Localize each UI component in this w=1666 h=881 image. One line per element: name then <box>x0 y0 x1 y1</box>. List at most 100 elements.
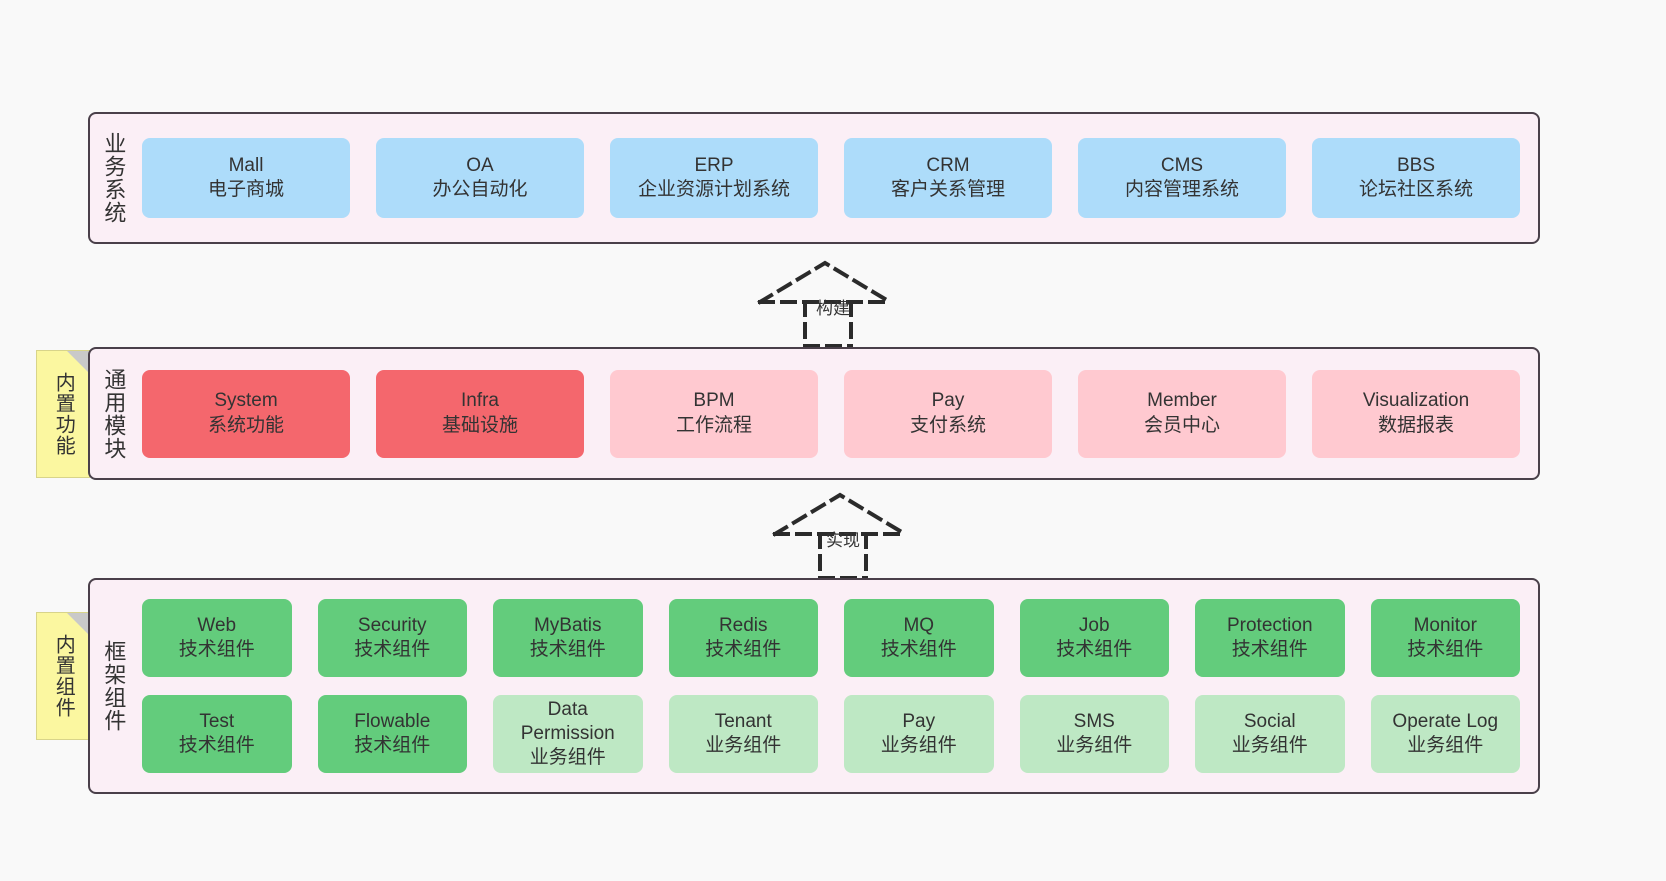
card-title: System <box>214 390 278 412</box>
layer-framework-components: 框架组件 Web 技术组件 Security 技术组件 MyBatis 技术组件… <box>88 578 1540 794</box>
card-title: Web <box>197 614 237 636</box>
card-title: Social <box>1243 710 1296 732</box>
business-card-erp[interactable]: ERP 企业资源计划系统 <box>610 138 818 218</box>
component-card-test[interactable]: Test 技术组件 <box>142 695 292 773</box>
card-subtitle: 技术组件 <box>880 639 957 660</box>
component-card-web[interactable]: Web 技术组件 <box>142 599 292 677</box>
card-title: CMS <box>1160 154 1204 176</box>
business-card-crm[interactable]: CRM 客户关系管理 <box>844 138 1052 218</box>
card-title: Mall <box>228 154 264 176</box>
card-subtitle: 技术组件 <box>354 639 431 660</box>
layer-body-common-modules: System 系统功能 Infra 基础设施 BPM 工作流程 Pay 支付系统… <box>136 349 1538 478</box>
connector-build: 构建 <box>735 250 915 350</box>
card-subtitle: 技术组件 <box>1407 639 1484 660</box>
component-card-social[interactable]: Social 业务组件 <box>1195 695 1345 773</box>
module-card-infra[interactable]: Infra 基础设施 <box>376 369 584 458</box>
connector-label-implement: 实现 <box>826 531 860 550</box>
card-title: Protection <box>1226 614 1313 636</box>
card-title: Member <box>1147 390 1217 412</box>
business-card-cms[interactable]: CMS 内容管理系统 <box>1078 138 1286 218</box>
connector-label-build: 构建 <box>816 299 850 318</box>
sticky-note-builtin-features: 内置功能 <box>36 350 90 478</box>
card-title: OA <box>466 154 494 176</box>
card-title: ERP <box>694 154 734 176</box>
business-card-bbs[interactable]: BBS 论坛社区系统 <box>1312 138 1520 218</box>
card-subtitle: 论坛社区系统 <box>1358 179 1473 200</box>
layer-common-modules: 通用模块 System 系统功能 Infra 基础设施 BPM 工作流程 Pay… <box>88 347 1540 480</box>
card-title: Monitor <box>1413 614 1477 636</box>
module-card-visualization[interactable]: Visualization 数据报表 <box>1312 369 1520 458</box>
card-subtitle: 业务组件 <box>1231 735 1308 756</box>
card-title: Data Permission <box>520 698 615 744</box>
sticky-note-builtin-components: 内置组件 <box>36 612 90 740</box>
card-title: BBS <box>1396 154 1436 176</box>
card-subtitle: 技术组件 <box>178 639 255 660</box>
layer-label-business-systems: 业务系统 <box>101 132 127 224</box>
card-subtitle: 支付系统 <box>909 414 986 436</box>
card-title: BPM <box>693 390 735 412</box>
layer-label-common-modules: 通用模块 <box>101 367 127 460</box>
card-row-tech: Web 技术组件 Security 技术组件 MyBatis 技术组件 Redi… <box>142 599 1520 677</box>
business-card-oa[interactable]: OA 办公自动化 <box>376 138 584 218</box>
card-title: Visualization <box>1362 390 1470 412</box>
card-row-business: Test 技术组件 Flowable 技术组件 Data Permission … <box>142 695 1520 773</box>
card-subtitle: 企业资源计划系统 <box>637 179 790 200</box>
card-subtitle: 数据报表 <box>1377 414 1454 436</box>
component-card-monitor[interactable]: Monitor 技术组件 <box>1370 599 1520 677</box>
layer-business-systems: 业务系统 Mall 电子商城 OA 办公自动化 ERP 企业资源计划系统 CRM… <box>88 112 1540 244</box>
connector-implement: 实现 <box>750 482 930 582</box>
card-subtitle: 客户关系管理 <box>890 179 1005 200</box>
component-card-pay[interactable]: Pay 业务组件 <box>844 695 994 773</box>
component-card-data-permission[interactable]: Data Permission 业务组件 <box>493 695 643 773</box>
component-card-security[interactable]: Security 技术组件 <box>317 599 467 677</box>
card-row: System 系统功能 Infra 基础设施 BPM 工作流程 Pay 支付系统… <box>142 369 1520 458</box>
card-subtitle: 电子商城 <box>207 179 284 200</box>
card-subtitle: 办公自动化 <box>432 179 528 200</box>
business-card-mall[interactable]: Mall 电子商城 <box>142 138 350 218</box>
component-card-tenant[interactable]: Tenant 业务组件 <box>668 695 818 773</box>
card-title: Job <box>1078 614 1110 636</box>
card-subtitle: 技术组件 <box>705 639 782 660</box>
component-card-mybatis[interactable]: MyBatis 技术组件 <box>493 599 643 677</box>
card-title: Test <box>199 710 235 732</box>
component-card-flowable[interactable]: Flowable 技术组件 <box>317 695 467 773</box>
component-card-mq[interactable]: MQ 技术组件 <box>844 599 994 677</box>
card-subtitle: 技术组件 <box>178 735 255 756</box>
card-title: Redis <box>718 614 768 636</box>
card-subtitle: 内容管理系统 <box>1124 179 1239 200</box>
card-subtitle: 业务组件 <box>705 735 782 756</box>
layer-label-framework-components: 框架组件 <box>101 640 127 732</box>
card-subtitle: 业务组件 <box>1407 735 1484 756</box>
component-card-operate-log[interactable]: Operate Log 业务组件 <box>1370 695 1520 773</box>
card-title: Operate Log <box>1392 710 1499 732</box>
module-card-member[interactable]: Member 会员中心 <box>1078 369 1286 458</box>
module-card-system[interactable]: System 系统功能 <box>142 369 350 458</box>
card-title: Flowable <box>354 710 431 732</box>
generalization-arrow-icon <box>757 260 893 348</box>
module-card-pay[interactable]: Pay 支付系统 <box>844 369 1052 458</box>
card-title: SMS <box>1073 710 1115 732</box>
card-subtitle: 基础设施 <box>441 414 518 436</box>
card-row: Mall 电子商城 OA 办公自动化 ERP 企业资源计划系统 CRM 客户关系… <box>142 138 1520 218</box>
module-card-bpm[interactable]: BPM 工作流程 <box>610 369 818 458</box>
card-subtitle: 技术组件 <box>354 735 431 756</box>
card-title: CRM <box>926 154 970 176</box>
card-title: Tenant <box>714 710 772 732</box>
card-subtitle: 系统功能 <box>207 414 284 436</box>
card-subtitle: 技术组件 <box>1231 639 1308 660</box>
card-subtitle: 工作流程 <box>675 414 752 436</box>
card-title: Pay <box>902 710 936 732</box>
card-title: MQ <box>903 614 935 636</box>
card-title: Pay <box>931 390 965 412</box>
component-card-sms[interactable]: SMS 业务组件 <box>1019 695 1169 773</box>
card-subtitle: 业务组件 <box>529 747 606 769</box>
card-subtitle: 业务组件 <box>880 735 957 756</box>
component-card-job[interactable]: Job 技术组件 <box>1019 599 1169 677</box>
component-card-redis[interactable]: Redis 技术组件 <box>668 599 818 677</box>
layer-body-framework-components: Web 技术组件 Security 技术组件 MyBatis 技术组件 Redi… <box>136 580 1538 792</box>
card-subtitle: 技术组件 <box>1056 639 1133 660</box>
card-subtitle: 会员中心 <box>1143 414 1220 436</box>
component-card-protection[interactable]: Protection 技术组件 <box>1195 599 1345 677</box>
card-title: Security <box>357 614 427 636</box>
